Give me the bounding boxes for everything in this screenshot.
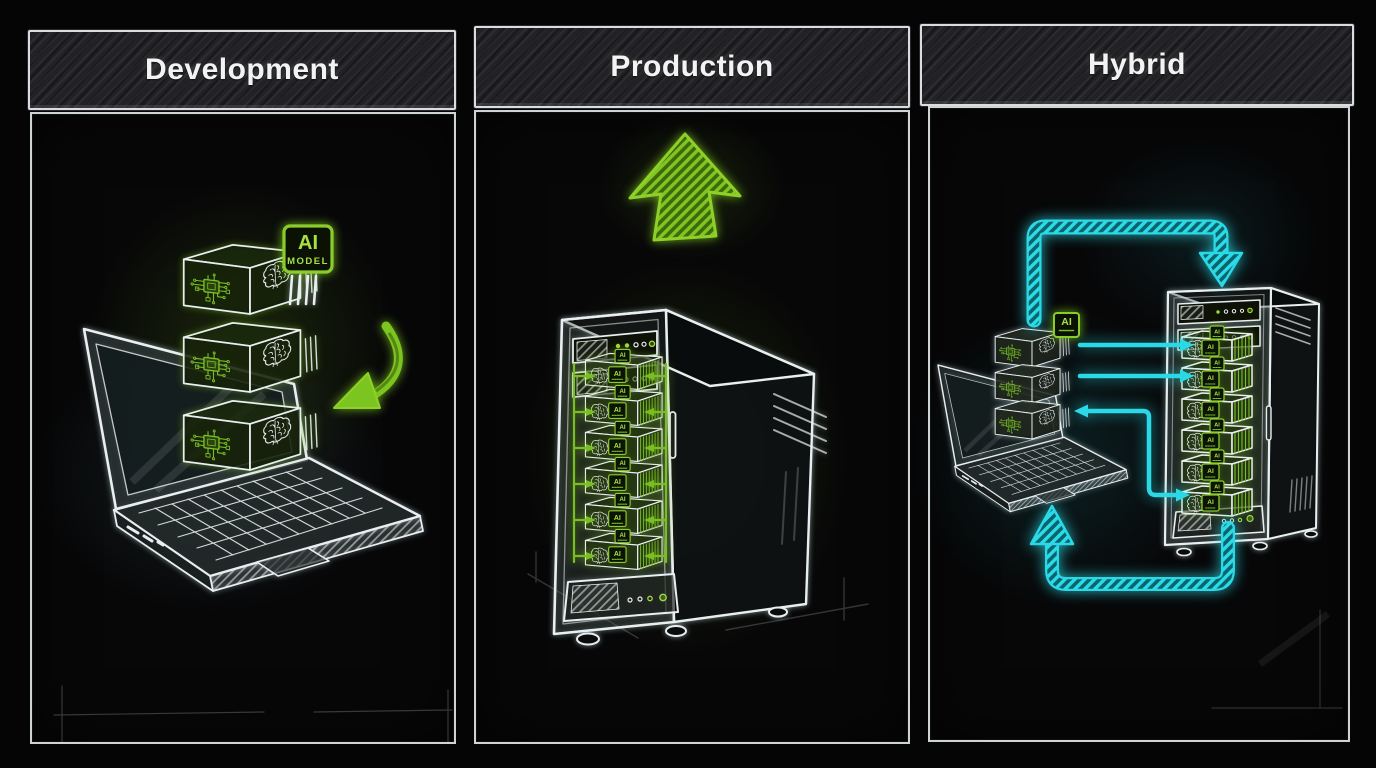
rack-foot bbox=[1176, 547, 1192, 557]
rack-foot bbox=[576, 632, 600, 646]
scale-up-arrow-icon bbox=[628, 132, 742, 242]
panel-production bbox=[474, 110, 910, 744]
panel-title-hybrid: Hybrid bbox=[1087, 48, 1186, 81]
ai-badge: AI bbox=[1053, 312, 1080, 338]
ai-model-stack bbox=[184, 245, 317, 470]
rack-foot bbox=[1304, 530, 1318, 538]
model-transfer-arrow-icon bbox=[1077, 369, 1194, 383]
server-rack bbox=[1163, 286, 1320, 557]
rack-foot bbox=[768, 606, 788, 618]
ai-model-badge-bottom-label: MODEL bbox=[287, 256, 329, 267]
production-scene bbox=[527, 132, 869, 646]
ai-badge-label: AI bbox=[1061, 316, 1072, 328]
model-transfer-arrow-icon bbox=[1077, 338, 1194, 352]
panel-header-production: Production bbox=[474, 26, 910, 108]
panel-title-production: Production bbox=[610, 50, 774, 83]
hybrid-scene: AI bbox=[930, 219, 1343, 709]
sync-to-server-arrow-icon bbox=[1026, 219, 1244, 328]
panel-header-development: Development bbox=[28, 30, 456, 110]
ai-model-badge: AI MODEL bbox=[282, 224, 334, 274]
side-vent-slats-icon bbox=[1275, 307, 1311, 345]
led-bar bbox=[1177, 299, 1261, 325]
ai-model-stack bbox=[995, 329, 1069, 439]
model-return-arrow-icon bbox=[1074, 404, 1190, 502]
construction-lines bbox=[53, 685, 453, 742]
ai-model-badge-top-label: AI bbox=[298, 232, 318, 254]
rack-handle bbox=[669, 411, 677, 459]
deploy-down-arrow-icon bbox=[333, 321, 403, 409]
chip-pins-icon bbox=[288, 274, 318, 306]
rack-foot bbox=[1252, 541, 1268, 551]
rack-foot bbox=[665, 625, 687, 637]
panel-title-development: Development bbox=[145, 53, 339, 86]
panel-development: AI MODEL bbox=[30, 112, 456, 744]
distribution-arrows bbox=[572, 362, 668, 564]
bottom-drawer bbox=[563, 573, 679, 622]
panel-header-hybrid: Hybrid bbox=[920, 24, 1354, 106]
construction-lines bbox=[1211, 609, 1343, 709]
side-vent-slats-icon bbox=[773, 393, 827, 454]
sync-arrows bbox=[1026, 219, 1244, 591]
panel-hybrid: AI bbox=[910, 106, 1350, 742]
development-scene: AI MODEL bbox=[53, 224, 453, 742]
feedback-loop-arrow-icon bbox=[1029, 504, 1235, 591]
rack-handle bbox=[1265, 405, 1272, 441]
